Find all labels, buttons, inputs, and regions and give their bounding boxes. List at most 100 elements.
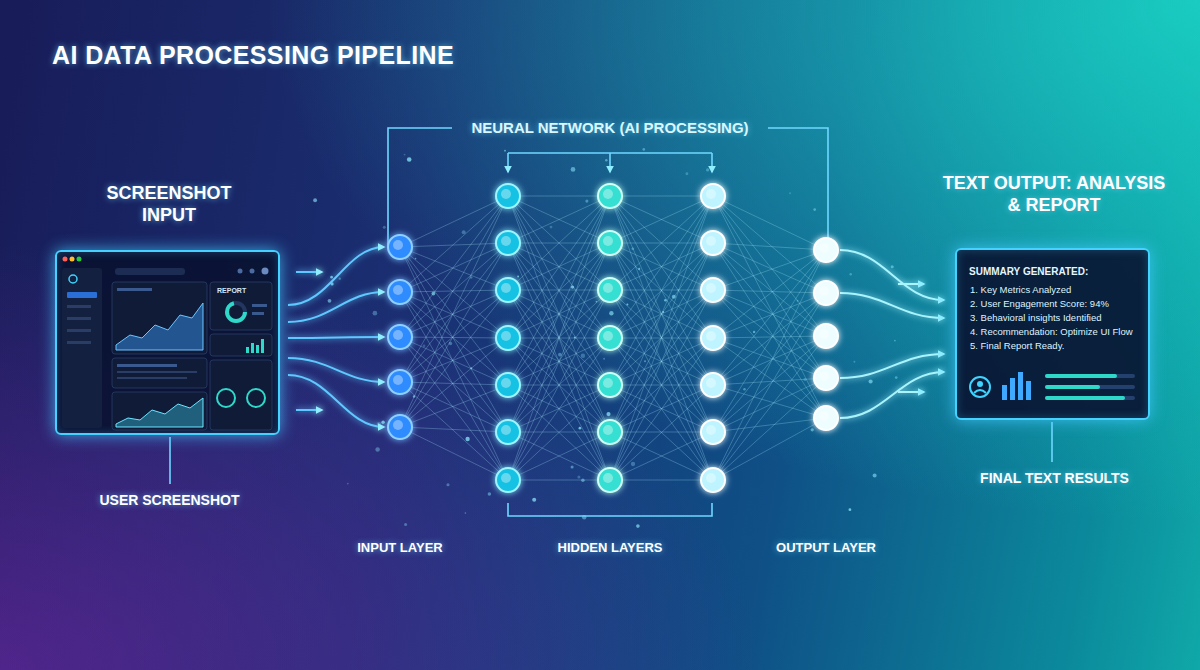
particle: [373, 311, 378, 316]
neuron-link: [610, 196, 713, 338]
network-connections: [400, 196, 826, 480]
neuron-link: [713, 293, 826, 385]
neuron-link: [713, 290, 826, 418]
neuron-link: [713, 243, 826, 418]
leader-line: [169, 437, 171, 484]
particle: [517, 276, 519, 278]
neuron-link: [400, 427, 508, 432]
neuron: [701, 468, 725, 492]
neuron-link: [610, 432, 713, 480]
neuron-link: [508, 338, 610, 339]
neuron-highlight: [501, 331, 511, 341]
particle: [609, 311, 613, 315]
neuron: [388, 280, 412, 304]
particle: [677, 289, 679, 291]
neuron-link: [610, 338, 713, 480]
particle: [470, 367, 472, 369]
particle: [581, 478, 584, 481]
neuron-link: [508, 290, 610, 432]
fan-arrow: [898, 283, 924, 285]
recurrent-arrow: [711, 153, 713, 172]
neuron-link: [713, 290, 826, 336]
neuron-link: [610, 243, 713, 338]
fan-arrow: [840, 293, 944, 318]
neuron: [388, 415, 412, 439]
particle: [449, 342, 452, 345]
neuron-highlight: [393, 240, 403, 250]
neuron: [598, 326, 622, 350]
summary-item: 5. Final Report Ready.: [970, 340, 1064, 351]
particle: [873, 474, 877, 478]
panel-caption: FINAL TEXT RESULTS: [927, 470, 1182, 487]
neuron-highlight: [603, 331, 613, 341]
recurrent-bracket: [508, 152, 712, 154]
particle: [585, 200, 588, 203]
fan-arrow: [840, 372, 944, 418]
neuron-link: [508, 432, 610, 480]
neuron-link: [400, 338, 508, 427]
summary-item: 2. User Engagement Score: 94%: [970, 298, 1109, 309]
neuron-link: [508, 196, 610, 338]
neuron-link: [400, 290, 508, 337]
summary-heading: SUMMARY GENERATED:: [969, 266, 1088, 278]
neuron-link: [610, 243, 713, 432]
neuron-highlight: [819, 411, 829, 421]
neuron-link: [400, 243, 508, 292]
screenshot-panel: SCREENSHOT INPUTREPORTUSER SCREENSHOT: [55, 250, 280, 435]
particle: [642, 148, 645, 151]
particle: [375, 447, 379, 451]
neuron-link: [610, 243, 713, 290]
neuron-link: [610, 290, 713, 385]
fan-arrow: [296, 409, 322, 411]
particle: [626, 303, 628, 305]
neuron: [598, 184, 622, 208]
neuron-highlight: [501, 189, 511, 199]
neuron-link: [713, 293, 826, 480]
neuron-highlight: [603, 236, 613, 246]
particle: [708, 478, 710, 480]
neuron-link: [713, 243, 826, 250]
particle: [413, 395, 415, 397]
particle: [328, 299, 332, 303]
neuron-link: [508, 243, 610, 480]
particle: [636, 524, 640, 528]
neuron-link: [508, 290, 610, 338]
neuron-link: [713, 290, 826, 378]
neuron-highlight: [603, 378, 613, 388]
particle: [577, 475, 580, 478]
neuron-link: [610, 243, 713, 290]
fan-arrow: [296, 271, 322, 273]
neuron: [388, 235, 412, 259]
neuron-link: [713, 290, 826, 293]
neuron-link: [713, 418, 826, 480]
neuron-link: [713, 196, 826, 293]
neuron-link: [713, 378, 826, 432]
network-label: NEURAL NETWORK (AI PROCESSING): [455, 119, 765, 137]
neuron-link: [610, 290, 713, 338]
neuron-link: [508, 290, 610, 385]
neuron-link: [713, 293, 826, 338]
particle: [470, 276, 473, 279]
particle: [685, 172, 688, 175]
neuron: [496, 326, 520, 350]
neuron-highlight: [603, 473, 613, 483]
neuron-link: [508, 196, 610, 290]
neuron: [496, 231, 520, 255]
neuron-link: [508, 480, 610, 481]
particle: [813, 208, 816, 211]
neuron-link: [610, 196, 713, 290]
neuron: [598, 468, 622, 492]
neuron-link: [713, 196, 826, 418]
neuron-link: [508, 290, 610, 480]
neuron-link: [508, 290, 610, 291]
neuron-link: [610, 243, 713, 244]
neuron: [598, 373, 622, 397]
neuron-link: [610, 243, 713, 385]
neuron-link: [610, 338, 713, 385]
neuron-link: [713, 196, 826, 336]
particle: [894, 340, 896, 342]
neuron-link: [610, 338, 713, 385]
neuron: [701, 420, 725, 444]
neuron-highlight: [603, 283, 613, 293]
